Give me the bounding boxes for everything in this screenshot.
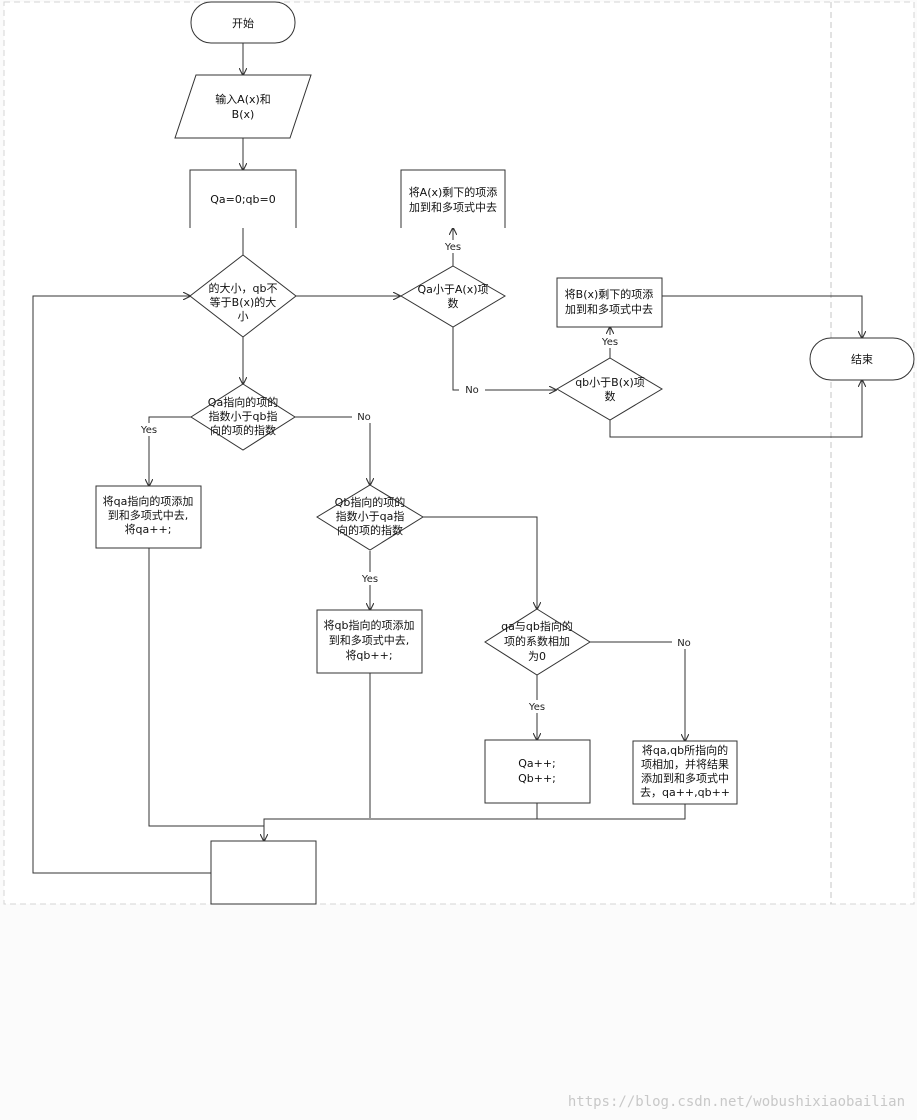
add-rest-b-line2: 加到和多项式中去	[565, 302, 653, 316]
compare-1-diamond: Qa指向的项的 指数小于qb指 向的项的指数	[190, 383, 296, 451]
qb-lt-b-line1: qb小于B(x)项	[575, 376, 645, 389]
yes-label-qb-check: Yes	[601, 337, 618, 348]
join-node	[210, 840, 317, 905]
watermark-url: https://blog.csdn.net/wobushixiaobailian	[568, 1094, 905, 1110]
add-rest-a-node: 将A(x)剩下的项添 加到和多项式中去	[400, 169, 506, 228]
start-label: 开始	[232, 16, 254, 30]
qb-lt-b-line2: 数	[605, 390, 616, 403]
yes-label-compare-1: Yes	[140, 425, 157, 436]
no-label-sum-zero: No	[677, 638, 691, 649]
loop-condition-line2: 等于B(x)的大	[210, 295, 277, 309]
compare-2-diamond: Qb指向的项的 指数小于qa指 向的项的指数	[316, 484, 424, 551]
compare-1-line2: 指数小于qb指	[209, 409, 278, 423]
yes-label-qa-check: Yes	[444, 242, 461, 253]
add-qa-line3: 将qa++;	[125, 523, 172, 536]
input-node: 输入A(x)和 B(x)	[174, 74, 312, 139]
start-node: 开始	[190, 1, 296, 44]
sum-zero-line1: qa与qb指向的	[501, 619, 573, 633]
loop-condition-diamond: 的大小，qb不 等于B(x)的大 小	[189, 254, 297, 338]
compare-2-line1: Qb指向的项的	[335, 495, 406, 509]
add-rest-a-line2: 加到和多项式中去	[409, 200, 497, 214]
loop-condition-line3: 小	[238, 310, 249, 323]
edge-labels: Yes No Yes Yes No Yes Yes No	[136, 240, 696, 713]
compare-2-line3: 向的项的指数	[337, 523, 403, 537]
init-node: Qa=0;qb=0	[189, 169, 297, 228]
compare-2-line2: 指数小于qa指	[336, 509, 405, 523]
yes-label-compare-2: Yes	[361, 574, 378, 585]
add-sum-line4: 去，qa++,qb++	[640, 786, 730, 799]
add-rest-a-line1: 将A(x)剩下的项添	[409, 185, 498, 199]
add-rest-b-line1: 将B(x)剩下的项添	[565, 287, 654, 301]
end-label: 结束	[851, 353, 873, 366]
sum-zero-line3: 为0	[528, 650, 546, 663]
qa-lt-a-diamond: Qa小于A(x)项 数	[400, 265, 506, 328]
add-qa-node: 将qa指向的项添加 到和多项式中去, 将qa++;	[95, 485, 202, 549]
add-sum-line2: 项相加，并将结果	[641, 757, 729, 771]
qa-lt-a-line2: 数	[448, 297, 459, 310]
compare-1-line3: 向的项的指数	[210, 423, 276, 437]
add-qa-line2: 到和多项式中去,	[108, 508, 189, 522]
yes-label-sum-zero: Yes	[528, 702, 545, 713]
init-label: Qa=0;qb=0	[210, 193, 276, 206]
loop-condition-line1: 的大小，qb不	[209, 281, 278, 295]
qa-lt-a-line1: Qa小于A(x)项	[417, 283, 488, 296]
input-label-line1: 输入A(x)和	[215, 92, 271, 106]
no-label-qa-check: No	[465, 385, 479, 396]
add-sum-line1: 将qa,qb所指向的	[642, 743, 728, 757]
sum-zero-diamond: qa与qb指向的 项的系数相加 为0	[484, 608, 591, 676]
compare-1-line1: Qa指向的项的	[208, 395, 278, 409]
end-node: 结束	[809, 337, 915, 381]
page-frame	[3, 1, 915, 905]
add-qb-line1: 将qb指向的项添加	[324, 618, 415, 632]
add-qa-line1: 将qa指向的项添加	[103, 494, 194, 508]
add-sum-node: 将qa,qb所指向的 项相加，并将结果 添加到和多项式中 去，qa++,qb++	[632, 740, 738, 805]
inc-both-node: Qa++; Qb++;	[484, 739, 591, 804]
add-rest-b-node: 将B(x)剩下的项添 加到和多项式中去	[556, 277, 663, 328]
add-qb-node: 将qb指向的项添加 到和多项式中去, 将qb++;	[316, 609, 423, 674]
add-qb-line3: 将qb++;	[345, 649, 392, 662]
inc-both-line2: Qb++;	[518, 772, 556, 785]
qb-lt-b-diamond: qb小于B(x)项 数	[556, 357, 663, 421]
input-label-line2: B(x)	[232, 108, 255, 121]
no-label-compare-1: No	[357, 412, 371, 423]
sum-zero-line2: 项的系数相加	[504, 634, 570, 648]
inc-both-line1: Qa++;	[518, 757, 556, 770]
add-sum-line3: 添加到和多项式中	[641, 771, 729, 785]
add-qb-line2: 到和多项式中去,	[329, 633, 410, 647]
